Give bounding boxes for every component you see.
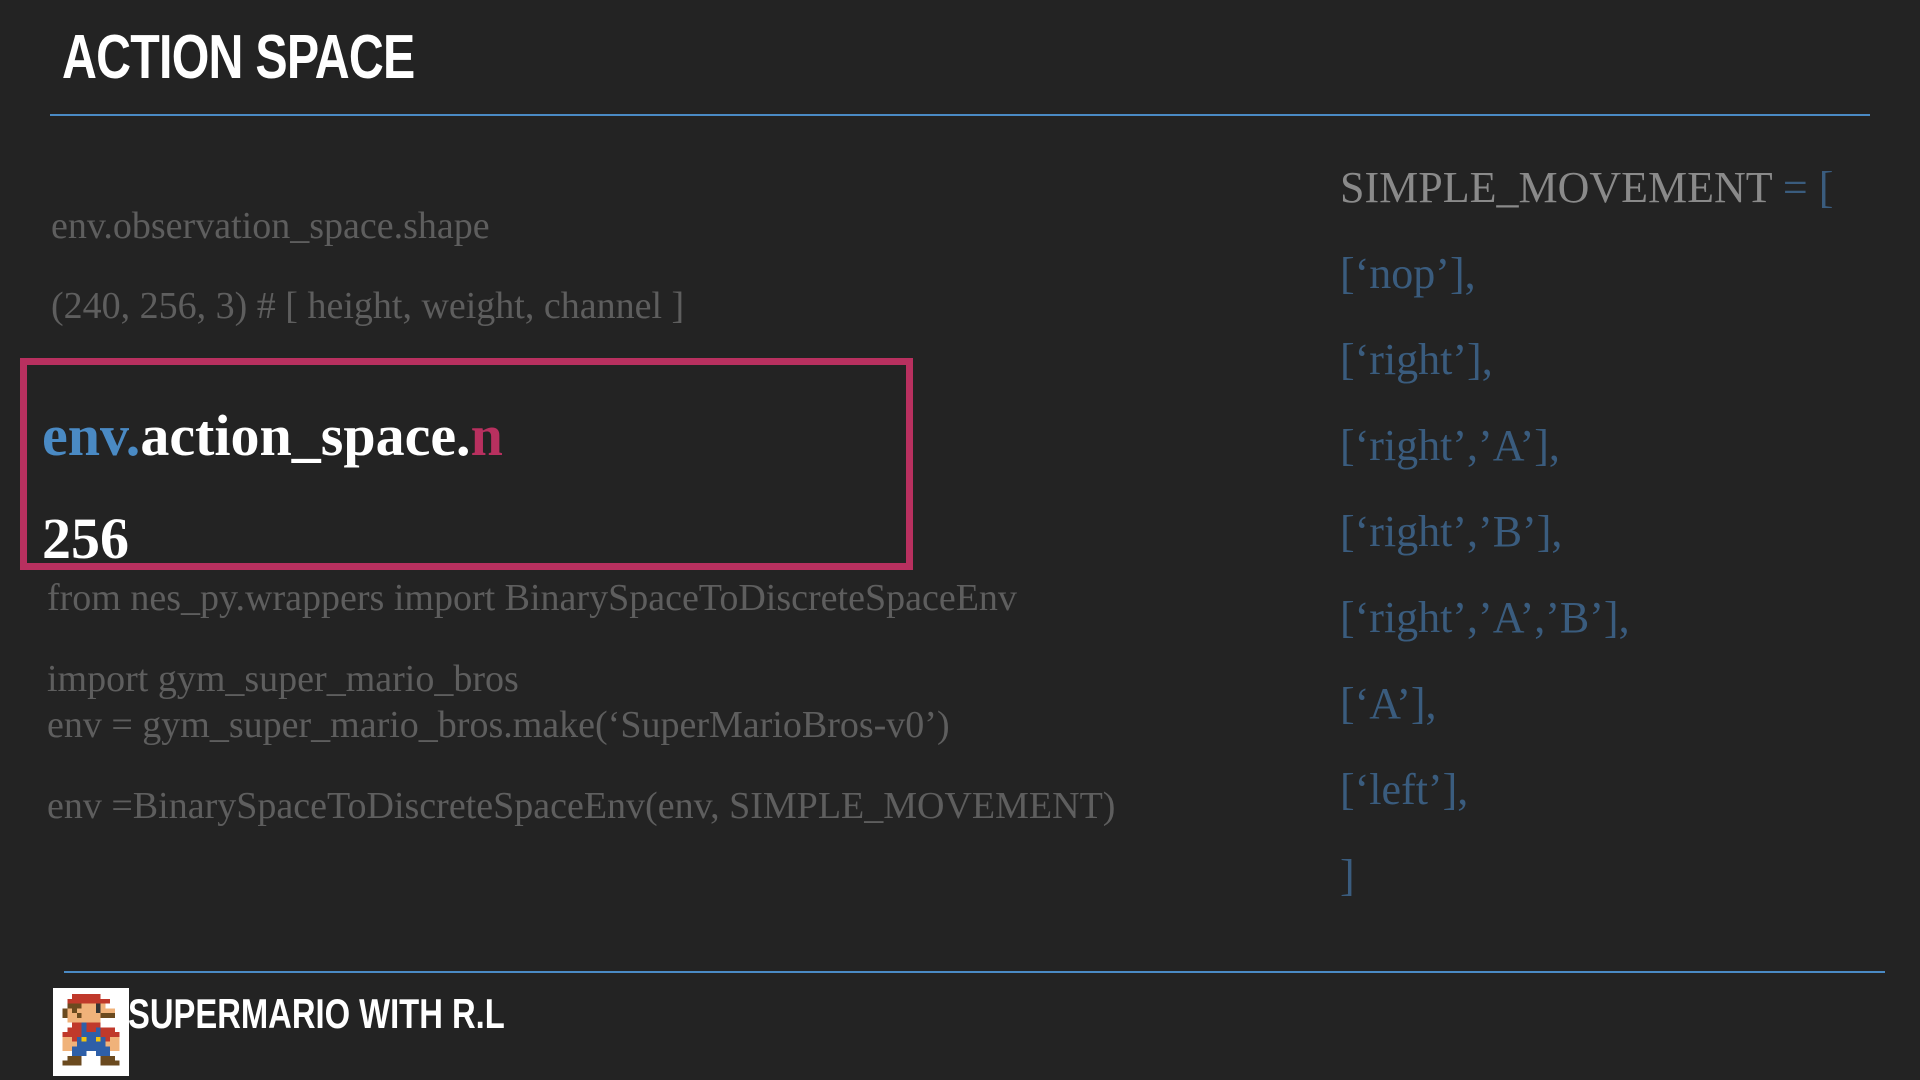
simple-movement-assign: = [ bbox=[1771, 163, 1834, 212]
action-space-call: env.action_space.n bbox=[42, 402, 503, 469]
action-obj: env. bbox=[42, 403, 141, 468]
import-mario-line: import gym_super_mario_bros bbox=[47, 658, 519, 700]
movement-item: [‘right’,’B’], bbox=[1340, 507, 1563, 556]
movement-item: [‘A’], bbox=[1340, 679, 1437, 728]
movement-item: [‘right’,’A’,’B’], bbox=[1340, 593, 1630, 642]
footer-title: SUPERMARIO WITH R.L bbox=[128, 990, 505, 1037]
simple-movement-header: SIMPLE_MOVEMENT = [ bbox=[1340, 162, 1833, 213]
action-attr: action_space. bbox=[140, 403, 471, 468]
wrap-env-line: env =BinarySpaceToDiscreteSpaceEnv(env, … bbox=[47, 785, 1116, 827]
title-divider bbox=[50, 114, 1870, 116]
observation-call: env.observation_space.shape bbox=[51, 205, 490, 247]
action-n: n bbox=[470, 403, 503, 468]
movement-item: [‘right’,’A’], bbox=[1340, 421, 1560, 470]
observation-result: (240, 256, 3) # [ height, weight, channe… bbox=[51, 285, 685, 327]
mario-pixel-icon bbox=[53, 988, 129, 1076]
import-wrapper-line: from nes_py.wrappers import BinarySpaceT… bbox=[47, 577, 1017, 619]
movement-list-close: ] bbox=[1340, 851, 1355, 900]
slide-title: ACTION SPACE bbox=[62, 23, 415, 92]
footer-divider bbox=[64, 971, 1885, 973]
movement-item: [‘right’], bbox=[1340, 335, 1493, 384]
highlight-box bbox=[20, 358, 913, 570]
simple-movement-name: SIMPLE_MOVEMENT bbox=[1340, 163, 1772, 212]
movement-item: [‘left’], bbox=[1340, 765, 1469, 814]
movement-item: [‘nop’], bbox=[1340, 249, 1476, 298]
action-space-value: 256 bbox=[42, 506, 129, 571]
make-env-line: env = gym_super_mario_bros.make(‘SuperMa… bbox=[47, 704, 950, 746]
